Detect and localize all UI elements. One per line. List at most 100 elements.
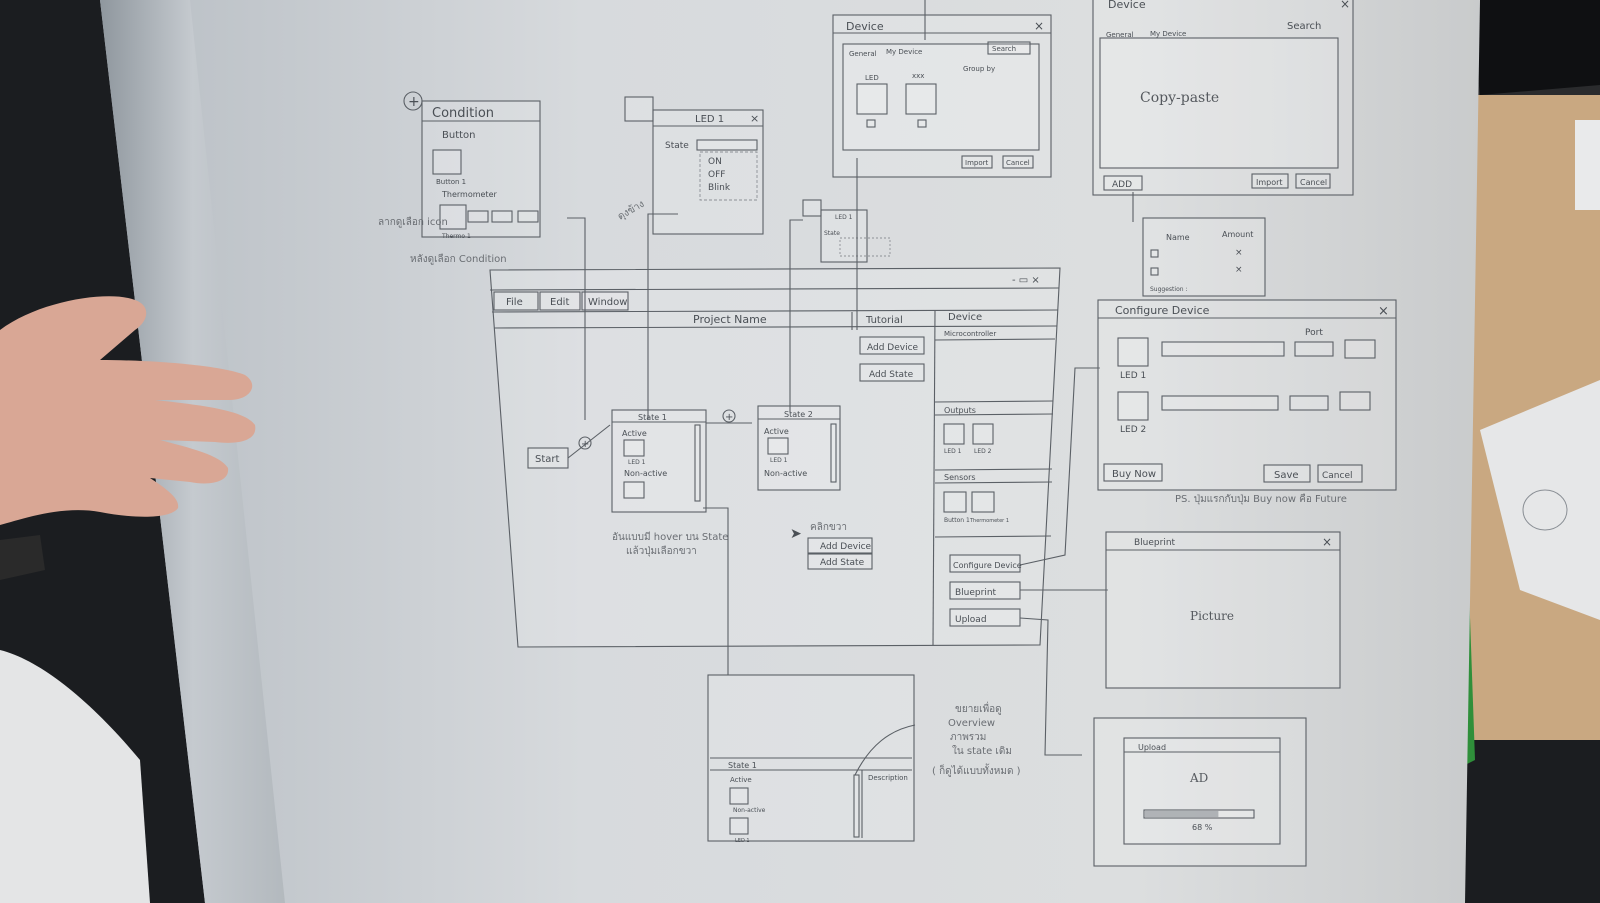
buy-now-label: Buy Now bbox=[1112, 469, 1156, 480]
upload-label: Upload bbox=[955, 615, 987, 625]
device-b-close-icon[interactable]: × bbox=[1340, 0, 1350, 11]
overview-note: ใน state เดิม bbox=[952, 745, 1012, 757]
led-state-select[interactable] bbox=[696, 139, 758, 151]
overview-scrollbar[interactable] bbox=[853, 774, 860, 838]
menu-file[interactable] bbox=[493, 291, 539, 311]
buy-now-button[interactable] bbox=[1103, 463, 1163, 482]
upload-content: AD bbox=[1189, 771, 1208, 785]
context-add-device[interactable] bbox=[807, 537, 873, 554]
configure-close-icon[interactable]: × bbox=[1378, 304, 1389, 319]
state2-active: Active bbox=[764, 427, 789, 436]
device-a-search-field[interactable] bbox=[987, 41, 1031, 55]
state2-node[interactable] bbox=[757, 405, 841, 491]
state2-scrollbar[interactable] bbox=[830, 423, 837, 483]
configure-device-label: Configure Device bbox=[953, 561, 1022, 570]
tutorial-label[interactable]: Tutorial bbox=[865, 315, 903, 326]
device-b-tab-mydevice[interactable]: My Device bbox=[1150, 30, 1186, 38]
menu-edit[interactable] bbox=[539, 291, 581, 311]
output-led2-icon[interactable] bbox=[972, 423, 994, 445]
menu-edit-label: Edit bbox=[550, 297, 569, 308]
state2-title: State 2 bbox=[784, 410, 813, 419]
led-icon-box[interactable] bbox=[624, 96, 654, 122]
configure-led2-select[interactable] bbox=[1161, 395, 1279, 411]
table-checkbox-1[interactable] bbox=[1150, 249, 1159, 258]
device-b-add-button[interactable] bbox=[1103, 175, 1143, 191]
sleeve bbox=[0, 650, 150, 903]
table-remove-icon[interactable]: × bbox=[1235, 265, 1243, 275]
state2-nonactive: Non-active bbox=[764, 469, 807, 478]
main-window: - ▭ × File Edit Window Project Name Tuto… bbox=[489, 267, 1061, 648]
configure-led1-port[interactable] bbox=[1294, 341, 1334, 357]
configure-led1-select[interactable] bbox=[1161, 341, 1285, 357]
device-a-led-icon[interactable] bbox=[856, 83, 888, 115]
upload-button[interactable] bbox=[949, 608, 1021, 627]
device-b-tab-general[interactable]: General bbox=[1106, 31, 1134, 39]
white-cup-edge bbox=[1575, 120, 1600, 210]
thermometer-icon[interactable] bbox=[439, 204, 467, 230]
outputs-section[interactable]: Outputs bbox=[944, 406, 976, 415]
button-device-icon[interactable] bbox=[432, 149, 462, 175]
tutorial-add-device-button[interactable] bbox=[859, 336, 925, 355]
led-option-off[interactable]: OFF bbox=[708, 170, 725, 180]
context-add-state-label: Add State bbox=[820, 558, 865, 568]
context-add-state[interactable] bbox=[807, 553, 873, 570]
configure-save-button[interactable] bbox=[1263, 464, 1311, 483]
device-b-cancel-button[interactable] bbox=[1295, 173, 1331, 189]
state1-node[interactable] bbox=[611, 409, 707, 513]
device-b-note: Copy-paste bbox=[1140, 90, 1219, 106]
microcontroller-section[interactable]: Microcontroller bbox=[944, 330, 996, 338]
upload-percent: 68 % bbox=[1192, 823, 1213, 832]
device-a-groupby: Group by bbox=[963, 65, 995, 73]
device-panel-header: Device bbox=[948, 312, 982, 323]
close-icon[interactable]: × bbox=[750, 112, 759, 125]
device-a-tab-general[interactable]: General bbox=[849, 50, 877, 58]
state1-nonactive: Non-active bbox=[624, 469, 667, 478]
device-a-blank-icon[interactable] bbox=[905, 83, 937, 115]
configure-save-label: Save bbox=[1274, 470, 1299, 481]
device-b-search[interactable]: Search bbox=[1287, 21, 1321, 32]
menu-window-label: Window bbox=[588, 297, 627, 308]
paper-sheet bbox=[100, 0, 1480, 903]
led-option-on[interactable]: ON bbox=[708, 157, 722, 167]
device-a-cancel-button[interactable] bbox=[1002, 155, 1034, 169]
menu-window[interactable] bbox=[581, 291, 629, 311]
connector-lines bbox=[567, 0, 1108, 756]
condition-note-below: หลังดูเลือก Condition bbox=[410, 253, 507, 265]
condition-button-section: Button bbox=[442, 130, 476, 141]
table-checkbox-2[interactable] bbox=[1150, 267, 1159, 276]
device-a-import-button[interactable] bbox=[961, 155, 993, 169]
tutorial-add-state-button[interactable] bbox=[859, 363, 925, 382]
sensor-thermo-icon[interactable] bbox=[971, 491, 995, 513]
configure-led2-label: LED 2 bbox=[1120, 425, 1146, 435]
configure-cancel-label: Cancel bbox=[1322, 471, 1353, 481]
device-a-import: Import bbox=[965, 159, 988, 167]
device-a-close-icon[interactable]: × bbox=[1034, 19, 1044, 33]
configure-cancel-button[interactable] bbox=[1317, 464, 1363, 483]
sensor-button-icon[interactable] bbox=[943, 491, 967, 513]
configure-led2-icon[interactable] bbox=[1117, 391, 1149, 421]
device-b-add: ADD bbox=[1112, 180, 1132, 190]
sensors-section[interactable]: Sensors bbox=[944, 473, 976, 482]
table-remove-icon[interactable]: × bbox=[1235, 248, 1243, 258]
configure-led1-icon[interactable] bbox=[1117, 337, 1149, 367]
device-a-tab-mydevice[interactable]: My Device bbox=[886, 48, 922, 56]
state1-scrollbar[interactable] bbox=[694, 424, 701, 502]
configure-led2-port[interactable] bbox=[1289, 395, 1329, 411]
state1-led-label: LED 1 bbox=[628, 459, 646, 466]
configure-device-button[interactable] bbox=[949, 554, 1021, 573]
device-b-import-button[interactable] bbox=[1251, 173, 1289, 189]
led-option-blink[interactable]: Blink bbox=[708, 183, 731, 193]
device-a-second-label: xxx bbox=[912, 72, 924, 80]
window-controls-icon[interactable]: - ▭ × bbox=[1012, 275, 1040, 286]
output-led1-icon[interactable] bbox=[943, 423, 965, 445]
blueprint-close-icon[interactable]: × bbox=[1322, 535, 1332, 549]
configure-title: Configure Device bbox=[1115, 304, 1210, 317]
configure-footnote: PS. ปุ่มแรกกับปุ่ม Buy now คือ Future bbox=[1175, 493, 1347, 505]
board-icon bbox=[1339, 391, 1371, 411]
overview-note: ภาพรวม bbox=[950, 732, 986, 743]
configure-device-dialog: Configure Device × Port LED 1 LED 2 Buy … bbox=[1097, 299, 1397, 505]
name-amount-table: Name Amount × × Suggestion : bbox=[1132, 192, 1266, 297]
svg-text:+: + bbox=[581, 439, 589, 450]
state1-active: Active bbox=[622, 429, 647, 438]
blueprint-title: Blueprint bbox=[1134, 538, 1176, 548]
